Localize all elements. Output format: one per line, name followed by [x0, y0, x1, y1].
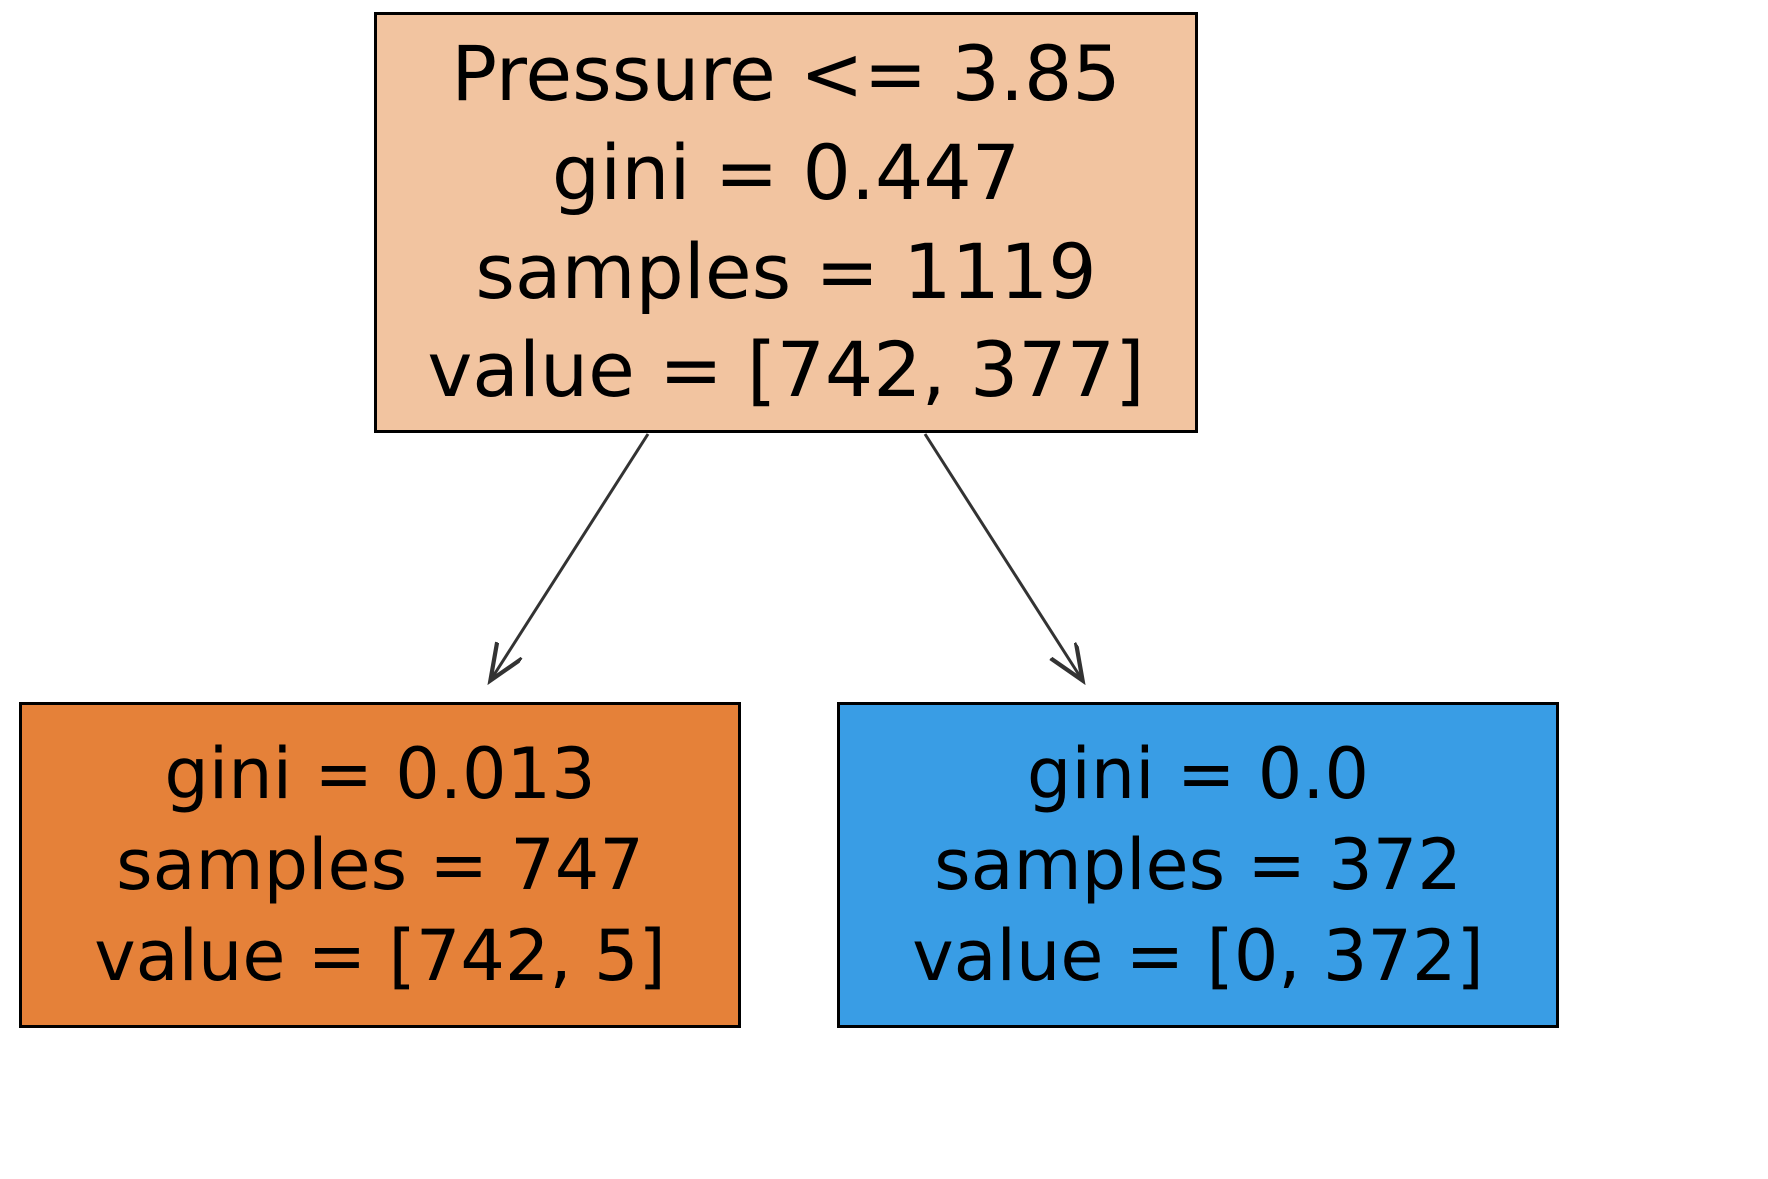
root-value-text: value = [742, 377] [427, 325, 1145, 415]
right-samples-text: samples = 372 [934, 823, 1462, 906]
root-gini-text: gini = 0.447 [551, 127, 1021, 217]
root-condition-text: Pressure <= 3.85 [451, 28, 1121, 118]
right-gini-text: gini = 0.0 [1026, 732, 1370, 815]
left-samples-text: samples = 747 [116, 823, 644, 906]
right-value-text: value = [0, 372] [912, 914, 1484, 997]
tree-node-left-leaf[interactable]: gini = 0.013 samples = 747 value = [742,… [19, 702, 741, 1028]
tree-node-root[interactable]: Pressure <= 3.85 gini = 0.447 samples = … [374, 12, 1198, 433]
left-value-text: value = [742, 5] [94, 914, 666, 997]
root-samples-text: samples = 1119 [475, 226, 1097, 316]
tree-node-right-leaf[interactable]: gini = 0.0 samples = 372 value = [0, 372… [837, 702, 1559, 1028]
edge-root-to-right [923, 433, 1081, 678]
edge-root-to-left [492, 433, 650, 678]
left-gini-text: gini = 0.013 [164, 732, 596, 815]
